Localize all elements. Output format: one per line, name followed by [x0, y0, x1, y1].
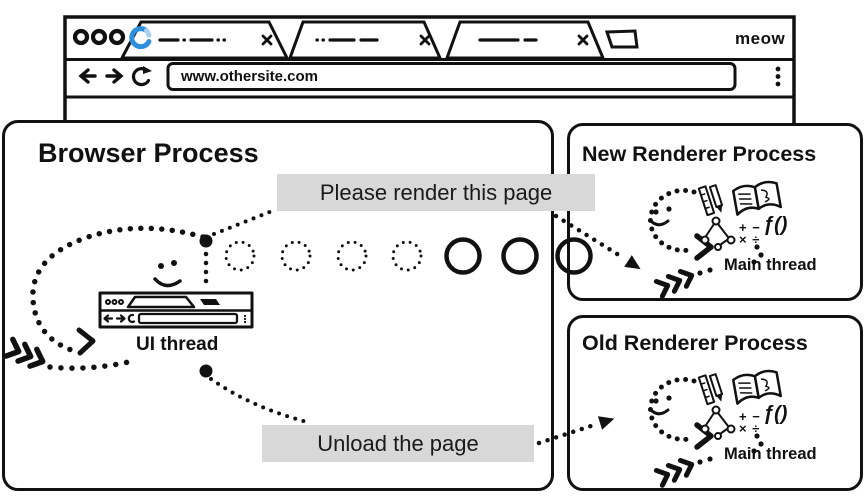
math-row: + − — [739, 220, 761, 235]
url-text[interactable]: www.othersite.com — [181, 68, 318, 85]
mock-browser-window — [63, 15, 796, 130]
old-main-thread-label: Main thread — [724, 445, 817, 463]
tab-2[interactable] — [287, 20, 443, 60]
ruler-pencil-icon — [697, 373, 724, 406]
math-row: + − — [739, 409, 761, 424]
smiley-icon — [653, 398, 659, 404]
window-controls[interactable] — [72, 28, 126, 46]
browser-process-title: Browser Process — [38, 138, 259, 168]
forward-button[interactable] — [105, 68, 124, 84]
render-message-arrow — [553, 213, 641, 270]
new-renderer-main-thread-icon — [648, 180, 782, 299]
smiley-icon — [653, 209, 659, 215]
unload-message-arrow — [536, 416, 615, 446]
old-renderer-main-thread-icon — [648, 369, 782, 488]
tab-3[interactable] — [444, 20, 606, 60]
render-message-label: Please render this page — [277, 174, 595, 211]
site-logo: meow — [735, 29, 786, 48]
window-frame — [63, 15, 796, 130]
browser-event-loop-icon — [3, 225, 206, 371]
dom-tree-icon — [700, 405, 736, 440]
math-row: × ÷ — [739, 232, 761, 247]
new-main-thread-label: Main thread — [724, 256, 817, 274]
reload-button[interactable] — [131, 66, 152, 87]
url-bar[interactable] — [166, 62, 737, 91]
math-icon: + − × ÷ — [739, 220, 761, 247]
ipc-message-trail — [224, 237, 593, 275]
close-icon[interactable] — [419, 34, 431, 46]
back-button[interactable] — [78, 68, 97, 84]
window-control-icon[interactable] — [72, 28, 90, 46]
close-icon[interactable] — [577, 34, 589, 46]
new-renderer-process-box — [567, 123, 863, 301]
dom-tree-icon — [700, 216, 736, 251]
ui-thread-event-lines — [199, 209, 313, 425]
math-icon: + − × ÷ — [739, 409, 761, 436]
new-tab-button[interactable] — [604, 29, 639, 49]
old-renderer-title: Old Renderer Process — [582, 331, 808, 355]
window-control-icon[interactable] — [90, 28, 108, 46]
window-control-icon[interactable] — [108, 28, 126, 46]
menu-icon[interactable] — [775, 66, 781, 87]
book-icon — [732, 180, 782, 216]
unload-message-label: Unload the page — [262, 425, 534, 462]
smiley-icon — [153, 260, 182, 288]
function-icon: ƒ() — [763, 214, 788, 236]
tab-1[interactable] — [119, 20, 290, 60]
ui-thread-label: UI thread — [136, 334, 219, 355]
loading-spinner-icon — [129, 26, 152, 50]
loading-spinner-tail-icon — [143, 28, 152, 38]
old-renderer-process-box — [567, 315, 863, 491]
function-icon: ƒ() — [763, 403, 788, 425]
book-icon — [732, 369, 782, 405]
new-renderer-title: New Renderer Process — [582, 142, 817, 166]
ruler-pencil-icon — [697, 184, 724, 217]
close-icon[interactable] — [261, 34, 273, 46]
ui-thread-browser-icon — [98, 291, 254, 329]
math-row: × ÷ — [739, 421, 761, 436]
